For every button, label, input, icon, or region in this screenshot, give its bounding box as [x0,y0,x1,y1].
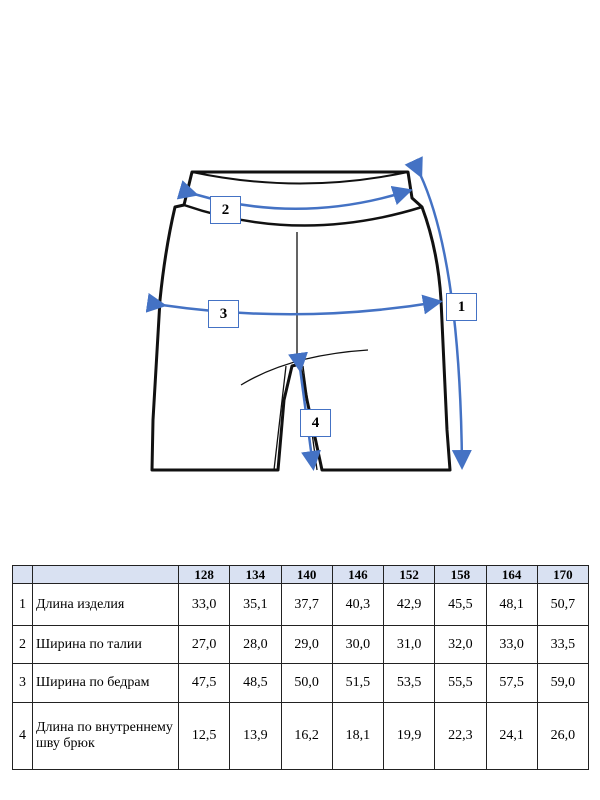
cell-value: 19,9 [382,702,436,770]
measurement-name: Ширина по бедрам [32,663,179,703]
cell-value: 55,5 [434,663,487,703]
cell-value: 26,0 [536,702,590,770]
measurement-name: Длина изделия [32,583,179,626]
size: 146 [331,565,385,584]
shorts-diagram [145,156,472,472]
cell-value: 30,0 [331,625,385,664]
cell-value: 33,5 [536,625,590,664]
cell-value: 12,5 [177,702,231,770]
size: 134 [229,565,282,584]
cell-value: 53,5 [382,663,436,703]
cell-value: 42,9 [382,583,436,626]
measurement-name: Длина по внутреннему шву брюк [32,702,179,770]
cell-value: 59,0 [536,663,590,703]
cell-value: 27,0 [177,625,231,664]
cell-value: 40,3 [331,583,385,626]
row-number: 4 [12,702,33,770]
cell-value: 28,0 [229,625,282,664]
size: 152 [382,565,436,584]
label-3: 3 [208,300,239,328]
row-number: 1 [12,583,33,626]
cell-value: 16,2 [280,702,333,770]
row-number: 3 [12,663,33,703]
cell-value: 31,0 [382,625,436,664]
size: 170 [536,565,590,584]
cell-value: 24,1 [485,702,538,770]
cell-value: 37,7 [280,583,333,626]
cell-value: 33,0 [177,583,231,626]
header-row: 128 134 140 146 152 158 164 170 [12,565,590,584]
size: 128 [177,565,231,584]
waistband-top [191,171,409,185]
size: 164 [485,565,538,584]
cell-value: 48,5 [229,663,282,703]
arrow-hip [145,292,443,316]
row-number: 2 [12,625,33,664]
size: 140 [280,565,333,584]
cell-value: 51,5 [331,663,385,703]
label-1: 1 [446,293,477,321]
cell-value: 18,1 [331,702,385,770]
size: 158 [434,565,487,584]
label-2: 2 [210,196,241,224]
cell-value: 50,7 [536,583,590,626]
cell-value: 48,1 [485,583,538,626]
cell-value: 33,0 [485,625,538,664]
measurement-name: Ширина по талии [32,625,179,664]
cell-value: 47,5 [177,663,231,703]
cell-value: 29,0 [280,625,333,664]
cell-value: 22,3 [434,702,487,770]
cell-value: 50,0 [280,663,333,703]
cell-value: 13,9 [229,702,282,770]
arrow-length [404,156,472,470]
label-4: 4 [300,409,331,437]
cell-value: 35,1 [229,583,282,626]
cell-value: 45,5 [434,583,487,626]
cell-value: 32,0 [434,625,487,664]
cell-value: 57,5 [485,663,538,703]
